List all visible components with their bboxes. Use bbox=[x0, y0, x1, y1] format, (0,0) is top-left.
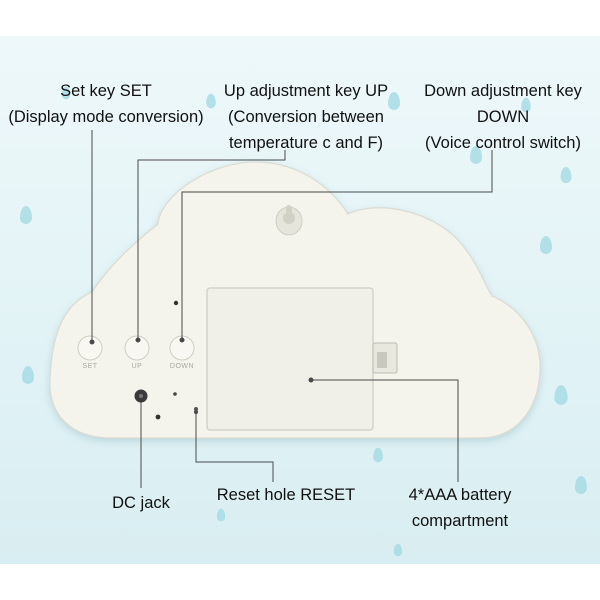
down-key-title: Down adjustment key bbox=[424, 82, 582, 100]
battery-title: 4*AAA battery bbox=[408, 486, 512, 504]
water-drop-icon bbox=[22, 366, 34, 384]
dc-jack-callout: DC jack bbox=[96, 492, 186, 514]
water-drop-icon bbox=[554, 385, 568, 405]
water-drop-icon bbox=[216, 508, 226, 522]
up-key-description-2: temperature c and F) bbox=[228, 134, 384, 152]
water-drop-icon bbox=[521, 97, 531, 113]
set-button[interactable] bbox=[77, 335, 103, 361]
status-hole-icon bbox=[173, 392, 177, 396]
speaker-hole-icon bbox=[155, 414, 161, 420]
set-key-title: Set key SET bbox=[60, 82, 152, 100]
set-button-caption: SET bbox=[82, 363, 98, 370]
up-key-description-1: (Conversion between bbox=[228, 108, 384, 126]
battery-latch-icon bbox=[372, 342, 398, 374]
up-key-callout: Up adjustment key UP (Conversion between… bbox=[212, 80, 400, 154]
water-drop-icon bbox=[206, 93, 216, 109]
battery-title-2: compartment bbox=[411, 512, 509, 530]
down-key-title-2: DOWN bbox=[476, 108, 530, 126]
down-key-callout: Down adjustment key DOWN (Voice control … bbox=[408, 80, 598, 154]
water-drop-icon bbox=[470, 146, 482, 164]
water-drop-icon bbox=[560, 166, 572, 184]
water-drop-icon bbox=[393, 543, 403, 557]
down-key-description: (Voice control switch) bbox=[425, 134, 581, 152]
set-key-description: (Display mode conversion) bbox=[8, 108, 204, 126]
water-drop-icon bbox=[540, 236, 552, 254]
up-key-title: Up adjustment key UP bbox=[223, 82, 389, 100]
up-key-leader bbox=[137, 150, 286, 340]
reset-hole-title: Reset hole RESET bbox=[216, 486, 356, 504]
dc-jack-title: DC jack bbox=[112, 494, 170, 512]
reset-hole-leader bbox=[195, 414, 274, 482]
battery-leader bbox=[311, 379, 459, 482]
hanging-hole-icon bbox=[275, 205, 303, 236]
water-drop-icon bbox=[61, 86, 71, 100]
water-drop-icon bbox=[575, 476, 587, 494]
water-drop-icon bbox=[373, 447, 383, 463]
sensor-hole-icon bbox=[173, 300, 179, 306]
down-button-caption: DOWN bbox=[169, 363, 195, 370]
reset-hole-callout: Reset hole RESET bbox=[206, 484, 366, 506]
up-button[interactable] bbox=[124, 335, 150, 361]
water-drop-icon bbox=[20, 206, 32, 224]
set-key-callout: Set key SET (Display mode conversion) bbox=[0, 80, 212, 128]
dc-jack-icon bbox=[134, 389, 148, 403]
reset-hole-icon bbox=[194, 407, 198, 411]
down-key-leader bbox=[181, 150, 493, 340]
water-drop-icon bbox=[388, 92, 400, 110]
battery-callout: 4*AAA battery compartment bbox=[394, 484, 526, 532]
up-button-caption: UP bbox=[131, 363, 143, 370]
